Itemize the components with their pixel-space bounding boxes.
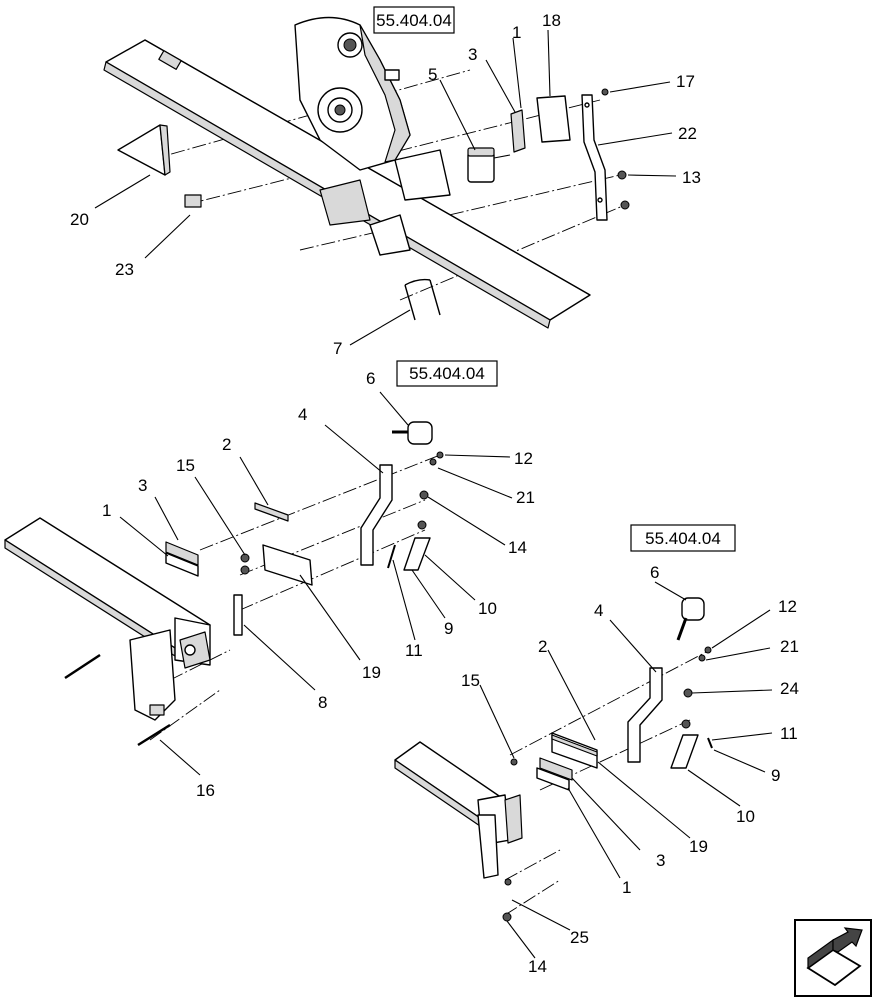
next-page-arrow-icon <box>806 927 863 987</box>
callout-top-3: 3 <box>468 45 477 64</box>
callout-lower-25: 25 <box>570 928 589 947</box>
part-7-u-bolt <box>404 278 441 321</box>
part-13-nut <box>617 170 627 180</box>
top-assembly: 1 3 18 5 17 22 13 20 23 7 55.404.04 <box>70 6 701 358</box>
lower-assembly: 6 12 4 21 2 24 15 11 9 10 19 3 1 25 14 5… <box>394 524 799 976</box>
part-11-pin <box>707 737 713 749</box>
svg-text:55.404.04: 55.404.04 <box>645 529 721 548</box>
part-3-strip <box>539 757 573 781</box>
part-5-block <box>467 147 511 183</box>
part-20-bracket <box>117 124 166 176</box>
middle-beam <box>4 517 211 721</box>
callout-middle-12: 12 <box>514 449 533 468</box>
callout-middle-10: 10 <box>478 599 497 618</box>
callout-middle-16: 16 <box>196 781 215 800</box>
callout-top-23: 23 <box>115 260 134 279</box>
part-8-plate <box>233 594 243 636</box>
callout-lower-2: 2 <box>538 637 547 656</box>
part-2-strip <box>551 734 598 757</box>
callout-middle-4: 4 <box>298 405 307 424</box>
reference-box-middle[interactable]: 55.404.04 <box>396 360 498 387</box>
callout-middle-6: 6 <box>366 369 375 388</box>
callout-lower-3: 3 <box>656 851 665 870</box>
callout-top-5: 5 <box>428 65 437 84</box>
callout-top-7: 7 <box>333 339 342 358</box>
callout-middle-3: 3 <box>138 476 147 495</box>
next-page-button[interactable] <box>794 919 872 997</box>
part-18-plate <box>536 95 571 143</box>
callout-middle-15: 15 <box>176 456 195 475</box>
callout-middle-19: 19 <box>362 663 381 682</box>
callout-lower-6: 6 <box>650 563 659 582</box>
callout-lower-11: 11 <box>780 724 798 743</box>
part-10-clip <box>670 734 699 769</box>
part-17-bolt <box>601 88 609 96</box>
callout-middle-14: 14 <box>508 538 527 557</box>
callout-top-13: 13 <box>682 168 701 187</box>
part-6-sensor <box>392 421 433 445</box>
callout-middle-9: 9 <box>444 619 453 638</box>
part-2-strip <box>254 502 289 522</box>
callout-lower-12: 12 <box>778 597 797 616</box>
part-3-strip <box>165 541 199 566</box>
part-6-sensor <box>676 597 705 641</box>
seed-meter-housing <box>294 16 451 256</box>
middle-assembly: 6 4 12 21 14 2 15 3 1 10 9 11 19 8 16 55… <box>4 360 535 800</box>
callout-top-20: 20 <box>70 210 89 229</box>
callout-lower-15: 15 <box>461 671 480 690</box>
part-3-strip <box>510 109 526 153</box>
callout-middle-21: 21 <box>516 488 535 507</box>
part-10-clip <box>403 537 431 571</box>
part-23-decal <box>184 194 202 208</box>
callout-lower-4: 4 <box>594 601 603 620</box>
callout-lower-24: 24 <box>780 679 799 698</box>
callout-lower-9: 9 <box>771 766 780 785</box>
callout-middle-2: 2 <box>222 435 231 454</box>
callout-middle-8: 8 <box>318 693 327 712</box>
callout-top-17: 17 <box>676 72 695 91</box>
callout-lower-10: 10 <box>736 807 755 826</box>
callout-middle-1: 1 <box>102 501 111 520</box>
part-11-pin <box>387 544 396 569</box>
reference-box-top[interactable]: 55.404.04 <box>373 6 455 34</box>
part-4-bracket <box>627 667 663 763</box>
callout-top-22: 22 <box>678 124 697 143</box>
svg-text:55.404.04: 55.404.04 <box>409 364 485 383</box>
callout-top-1: 1 <box>512 23 521 42</box>
callout-middle-11: 11 <box>405 641 423 660</box>
part-22-bracket <box>581 94 608 221</box>
callout-lower-21: 21 <box>780 637 799 656</box>
callout-lower-1: 1 <box>622 878 631 897</box>
part-19-plate <box>262 544 313 586</box>
part-4-bracket <box>360 464 393 566</box>
callout-top-18: 18 <box>542 11 561 30</box>
part-1-strip <box>165 552 199 577</box>
lower-beam <box>394 741 523 879</box>
svg-text:55.404.04: 55.404.04 <box>376 11 452 30</box>
reference-box-lower[interactable]: 55.404.04 <box>630 524 736 552</box>
callout-lower-14: 14 <box>528 957 547 976</box>
callout-lower-19: 19 <box>689 837 708 856</box>
